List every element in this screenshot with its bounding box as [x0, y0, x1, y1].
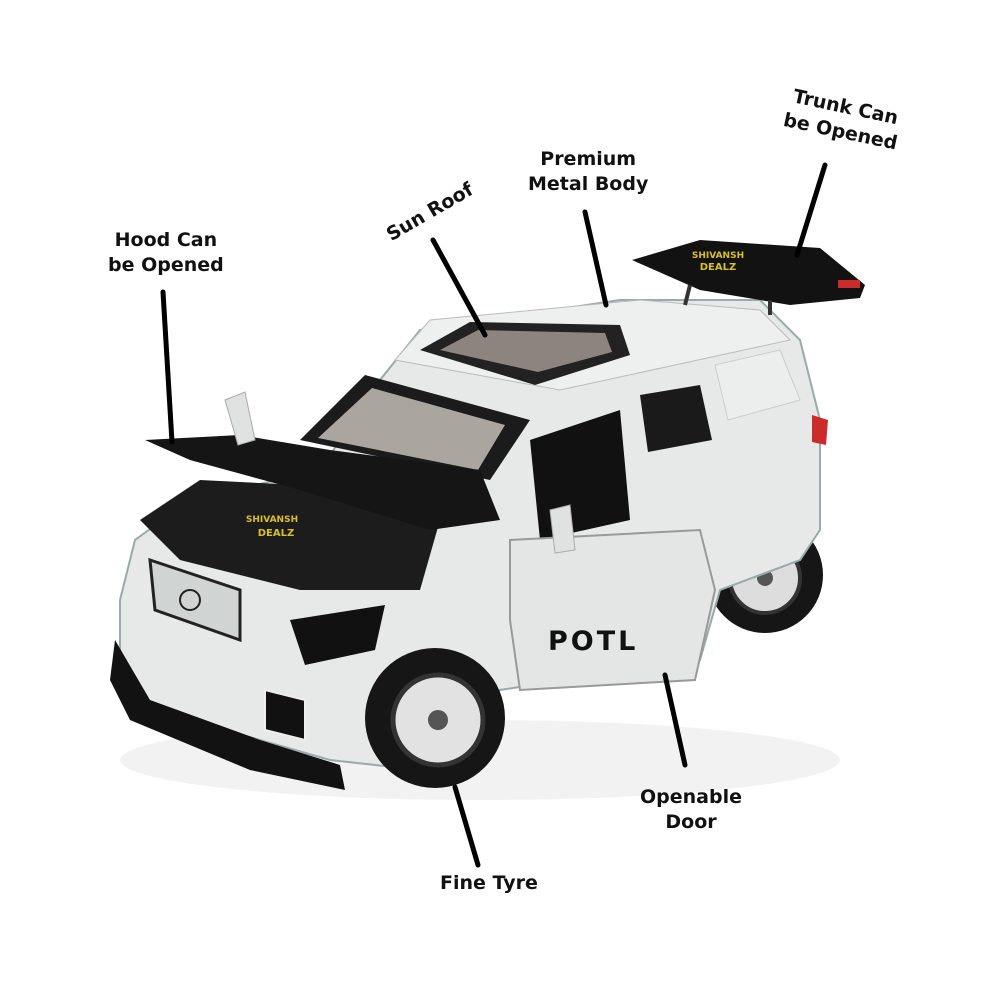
fog-light — [264, 688, 306, 742]
side-window — [640, 385, 712, 452]
tyre-callout-text: Fine Tyre — [440, 872, 538, 894]
open-door — [509, 528, 717, 692]
front-bumper — [110, 640, 345, 790]
open-hood — [145, 435, 500, 530]
taillight — [812, 415, 828, 445]
grille-logo — [179, 589, 201, 611]
body-callout-line — [582, 209, 609, 308]
watermark-hood-bottom: DEALZ — [258, 528, 295, 539]
front-wheel — [365, 648, 505, 788]
hood-callout-line — [160, 289, 175, 445]
door-text: POTL — [548, 626, 638, 657]
sunroof-callout-line — [430, 237, 488, 338]
side-mirror — [224, 391, 256, 446]
open-trunk — [632, 240, 865, 305]
body-callout-line1: Premium — [540, 148, 637, 170]
hood-callout-line2: be Opened — [108, 254, 224, 276]
windshield-glass — [318, 388, 505, 470]
tyre-callout-line — [452, 784, 481, 868]
trunk-callout-line — [794, 162, 828, 258]
door-opening — [530, 410, 630, 540]
headlight — [290, 605, 385, 665]
hood-callout: Hood Can be Opened — [108, 228, 224, 278]
door-callout-line1: Openable — [640, 786, 742, 808]
door-callout-line2: Door — [665, 811, 717, 833]
tyre-callout: Fine Tyre — [440, 871, 538, 896]
watermark-top: SHIVANSH — [692, 251, 744, 261]
door-callout-line — [662, 672, 688, 768]
sunroof-glass — [440, 330, 612, 372]
grille — [148, 557, 242, 643]
rear-quarter — [714, 349, 801, 421]
trunk-light — [838, 280, 860, 288]
body-callout: Premium Metal Body — [528, 147, 648, 197]
body-callout-line2: Metal Body — [528, 173, 649, 195]
watermark-hood-top: SHIVANSH — [246, 515, 298, 525]
watermark-bottom: DEALZ — [700, 262, 737, 273]
door-callout: Openable Door — [640, 785, 742, 835]
hood-callout-line1: Hood Can — [114, 229, 218, 251]
door-mirror — [549, 504, 576, 554]
